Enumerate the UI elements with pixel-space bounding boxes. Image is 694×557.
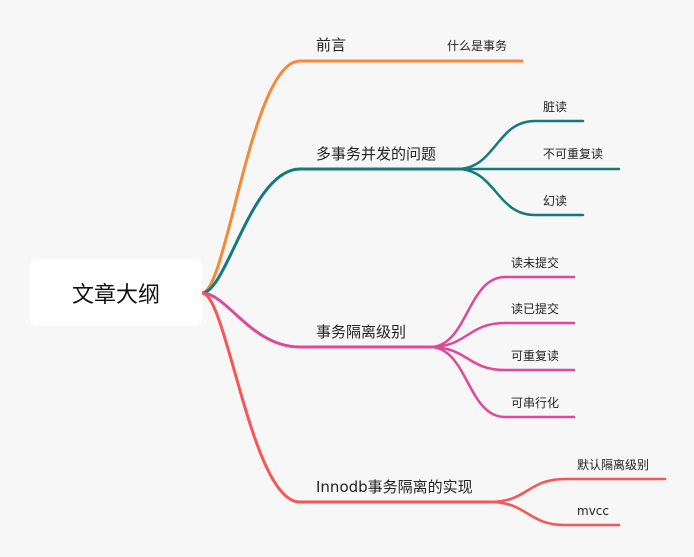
node-read-committed[interactable]: 读已提交 (511, 302, 560, 316)
child-connector (488, 500, 621, 527)
node-phantom-read[interactable]: 幻读 (543, 194, 568, 208)
branch-connector (200, 291, 432, 349)
child-connector (428, 345, 576, 372)
child-connector (455, 119, 585, 171)
node-default-isolation[interactable]: 默认隔离级别 (577, 458, 650, 472)
node-non-repeatable-read[interactable]: 不可重复读 (543, 147, 604, 161)
root-node[interactable]: 文章大纲 (30, 259, 202, 326)
node-read-uncommitted[interactable]: 读未提交 (511, 256, 560, 270)
child-connector (488, 477, 667, 504)
child-connector (428, 321, 576, 349)
branch-connector (200, 167, 459, 295)
child-connector (455, 167, 585, 217)
root-label: 文章大纲 (71, 282, 160, 308)
branch-isolation-levels[interactable]: 事务隔离级别 (316, 323, 407, 341)
branch-innodb-implementation[interactable]: Innodb事务隔离的实现 (316, 478, 473, 496)
child-connector (428, 345, 576, 419)
branch-concurrency-issues[interactable]: 多事务并发的问题 (316, 145, 437, 163)
branch-connector (200, 59, 524, 295)
node-mvcc[interactable]: mvcc (577, 504, 609, 518)
node-dirty-read[interactable]: 脏读 (543, 100, 568, 114)
branch-preface[interactable]: 前言 (316, 36, 347, 54)
node-repeatable-read[interactable]: 可重复读 (511, 349, 560, 363)
branch-connector (200, 291, 492, 504)
child-connector (428, 275, 576, 349)
node-what-is-transaction[interactable]: 什么是事务 (447, 39, 508, 53)
node-serializable[interactable]: 可串行化 (511, 396, 560, 410)
